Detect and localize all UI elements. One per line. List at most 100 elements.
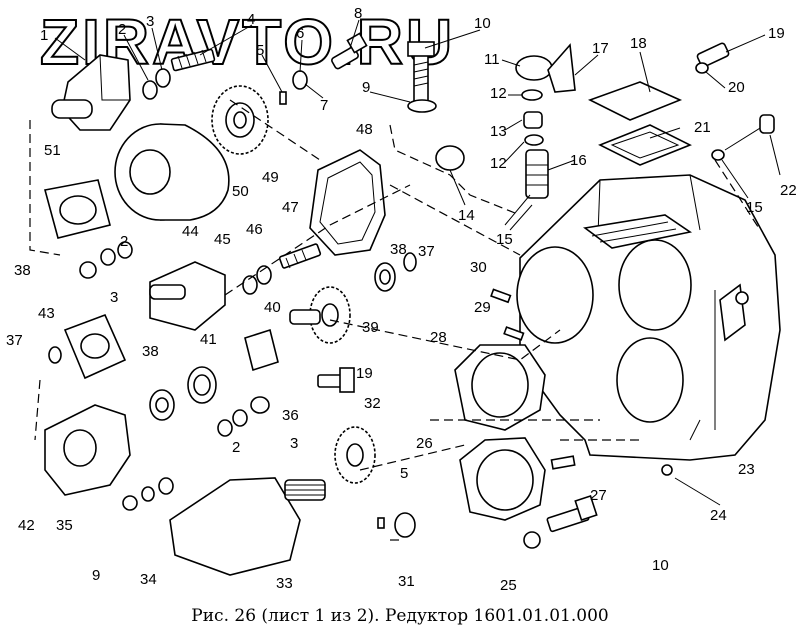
- housing-23: [516, 174, 781, 476]
- callout-31: 31: [398, 573, 415, 590]
- callout-38-mid: 38: [142, 343, 159, 360]
- callout-10-bottom: 10: [652, 557, 669, 574]
- bolt-19-mid: [317, 367, 355, 393]
- callout-17: 17: [592, 40, 609, 57]
- callout-4: 4: [247, 11, 255, 28]
- pin-5-bottom: [377, 517, 385, 529]
- pin-5: [279, 91, 287, 105]
- bearing-38-right: [374, 262, 396, 292]
- callout-2-top: 2: [118, 21, 126, 38]
- callout-7: 7: [320, 97, 328, 114]
- gasket-48: [309, 149, 386, 256]
- washers-45-46: [242, 265, 272, 295]
- bolt-10-bottom: [546, 495, 598, 533]
- callout-15-left: 15: [496, 231, 513, 248]
- callout-23: 23: [738, 461, 755, 478]
- callout-16: 16: [570, 152, 587, 169]
- callout-24: 24: [710, 507, 727, 524]
- callout-3-top: 3: [146, 13, 154, 30]
- plate-40: [244, 328, 279, 372]
- cover-50: [114, 123, 230, 221]
- plate-14: [435, 145, 465, 171]
- callout-28: 28: [430, 329, 447, 346]
- callout-30: 30: [470, 259, 487, 276]
- callout-9-top: 9: [362, 79, 370, 96]
- callout-12-bottom: 12: [490, 155, 507, 172]
- bearing-38-mid: [149, 389, 175, 421]
- washer-25: [523, 531, 541, 549]
- callout-2-mid: 2: [232, 439, 240, 456]
- callout-15-right: 15: [746, 199, 763, 216]
- callout-3-left: 3: [110, 289, 118, 306]
- bolt-4: [170, 48, 216, 72]
- callout-13: 13: [490, 123, 507, 140]
- ring-37-left: [48, 346, 62, 364]
- gasket-43: [63, 313, 127, 380]
- flange-51: [44, 179, 111, 239]
- dipstick-22: [711, 114, 775, 161]
- washers-left-2-3: [100, 241, 133, 266]
- flange-42: [44, 404, 131, 496]
- callout-6: 6: [296, 25, 304, 42]
- valve-16: [525, 149, 549, 199]
- callout-12-top: 12: [490, 85, 507, 102]
- washer-6: [292, 70, 308, 90]
- leader-lines: [54, 19, 781, 506]
- callout-37-right: 37: [418, 243, 435, 260]
- callout-48: 48: [356, 121, 373, 138]
- callout-47: 47: [282, 199, 299, 216]
- callout-50: 50: [232, 183, 249, 200]
- callout-40: 40: [264, 299, 281, 316]
- bolt-10-top: [407, 41, 437, 113]
- stud-27: [550, 455, 576, 470]
- seal-41: [187, 366, 217, 404]
- callout-46: 46: [246, 221, 263, 238]
- callout-9-bottom: 9: [92, 567, 100, 584]
- callout-26: 26: [416, 435, 433, 452]
- callout-45: 45: [214, 231, 231, 248]
- callout-39: 39: [362, 319, 379, 336]
- figure-caption: Рис. 26 (лист 1 из 2). Редуктор 1601.01.…: [191, 606, 609, 626]
- pin-29: [503, 326, 525, 341]
- bolt-47: [278, 243, 322, 269]
- gear-39: [289, 286, 351, 344]
- callout-14: 14: [458, 207, 475, 224]
- callout-22: 22: [780, 182, 797, 199]
- callout-5-top: 5: [256, 42, 264, 59]
- fasteners-9-34-35: [122, 477, 174, 511]
- nut-38-left: [79, 261, 97, 279]
- callout-labels: 1 2 3 4 5 6 7 8 9 10 11 12 13 12 14 15 1…: [6, 5, 797, 594]
- washers-mid-2-3: [217, 409, 248, 437]
- bolt-8: [331, 32, 368, 70]
- callout-27: 27: [590, 487, 607, 504]
- pin-30: [490, 288, 512, 304]
- flange-26: [459, 437, 546, 521]
- callout-38-left: 38: [14, 262, 31, 279]
- callout-34: 34: [140, 571, 157, 588]
- callout-35: 35: [56, 517, 73, 534]
- washers-2-3: [142, 68, 171, 100]
- nut-36: [250, 396, 270, 414]
- bolt-19-top: [695, 42, 730, 74]
- callout-36: 36: [282, 407, 299, 424]
- callout-51: 51: [44, 142, 61, 159]
- callout-44: 44: [182, 223, 199, 240]
- callout-8: 8: [354, 5, 362, 22]
- housing-33: [169, 477, 326, 576]
- callout-19-mid: 19: [356, 365, 373, 382]
- assembly-axes: [29, 99, 761, 541]
- callout-43: 43: [38, 305, 55, 322]
- callout-18: 18: [630, 35, 647, 52]
- callout-25: 25: [500, 577, 517, 594]
- callout-3-mid: 3: [290, 435, 298, 452]
- callout-32: 32: [364, 395, 381, 412]
- callout-5-bottom: 5: [400, 465, 408, 482]
- callout-42: 42: [18, 517, 35, 534]
- ring-37-right: [403, 252, 417, 272]
- callout-49: 49: [262, 169, 279, 186]
- callout-1: 1: [40, 27, 48, 44]
- callout-19-top: 19: [768, 25, 785, 42]
- gear-32: [334, 426, 376, 484]
- callout-29: 29: [474, 299, 491, 316]
